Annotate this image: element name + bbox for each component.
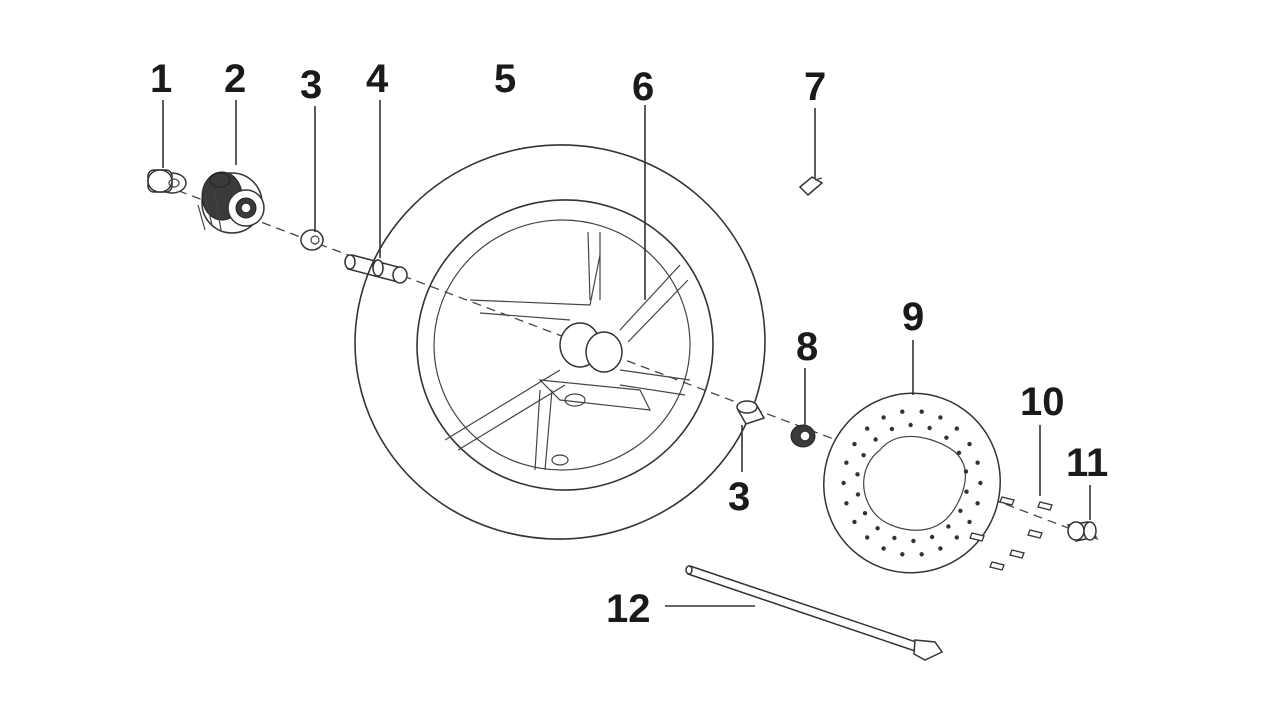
disc-hole: [844, 460, 849, 465]
disc-hole: [865, 535, 870, 540]
disc-hole: [929, 534, 935, 540]
part-12-axle-shaft: [685, 565, 944, 661]
disc-hole: [841, 480, 846, 486]
part-2-speedometer-gearbox: [197, 171, 265, 234]
part-10-disc-bolts: [969, 496, 1053, 571]
leader-lines: [162, 100, 1091, 607]
callout-10: 10: [1020, 380, 1065, 424]
disc-hole: [892, 535, 897, 541]
disc-bolt: [969, 532, 985, 542]
disc-hole: [873, 437, 878, 442]
disc-hole: [919, 409, 924, 414]
disc-bolt: [989, 561, 1005, 571]
callout-5: 5: [494, 57, 516, 101]
part-3-spacer-left: [300, 229, 324, 251]
disc-hole: [900, 552, 905, 557]
disc-hole: [938, 415, 943, 420]
disc-hole: [975, 501, 980, 506]
callout-9: 9: [902, 295, 924, 339]
disc-hole: [954, 535, 959, 540]
part-3-spacer-right: [736, 400, 766, 425]
disc-hole: [958, 508, 963, 513]
disc-hole: [852, 519, 857, 525]
callout-numbers: 1 2 3 4 5 6 7 8 9 3 10 11 12: [150, 57, 1108, 631]
disc-bolt: [999, 496, 1015, 506]
disc-hole: [862, 511, 868, 516]
callout-8: 8: [796, 325, 818, 369]
callout-4: 4: [366, 57, 389, 101]
disc-hole: [919, 552, 924, 557]
disc-hole: [881, 415, 886, 420]
disc-hole: [881, 546, 886, 551]
callout-12: 12: [606, 587, 651, 631]
disc-hole: [938, 546, 943, 551]
callout-2: 2: [224, 57, 246, 101]
disc-hole: [844, 501, 849, 506]
disc-hole: [908, 422, 913, 428]
disc-bolt: [1027, 529, 1043, 539]
callout-7: 7: [804, 65, 826, 109]
part-9-brake-disc: [823, 392, 1001, 574]
disc-hole: [975, 460, 980, 465]
brake-disc-holes: [841, 409, 983, 557]
part-6-hub-and-spokes: [444, 231, 691, 471]
disc-hole: [954, 426, 959, 431]
part-11-collar: [1066, 521, 1098, 542]
callout-3-left: 3: [300, 63, 322, 107]
disc-hole: [855, 492, 861, 497]
disc-hole: [956, 450, 962, 455]
part-1-axle-nut: [147, 169, 187, 194]
part-7-valve: [798, 176, 824, 197]
disc-hole: [865, 426, 870, 431]
disc-hole: [964, 489, 969, 494]
disc-hole: [911, 538, 916, 544]
disc-hole: [967, 441, 972, 447]
disc-hole: [946, 524, 951, 529]
disc-hole: [875, 526, 880, 531]
callout-6: 6: [632, 65, 654, 109]
disc-hole: [900, 409, 905, 414]
callout-3-right: 3: [728, 475, 750, 519]
callout-11: 11: [1066, 441, 1108, 485]
disc-bolt: [1037, 501, 1053, 511]
disc-hole: [861, 453, 866, 458]
disc-hole: [967, 519, 972, 525]
part-5-tire-and-rim: [354, 144, 766, 540]
disc-bolt: [1009, 549, 1025, 559]
disc-hole: [963, 469, 969, 474]
part-4-axle-sleeve: [344, 254, 408, 284]
disc-hole: [978, 480, 983, 486]
disc-hole: [855, 472, 860, 477]
disc-hole: [852, 441, 857, 447]
part-8-oil-seal: [790, 424, 816, 448]
disc-hole: [889, 426, 895, 432]
disc-hole: [927, 425, 932, 431]
disc-hole: [944, 435, 949, 440]
callout-1: 1: [150, 57, 172, 101]
